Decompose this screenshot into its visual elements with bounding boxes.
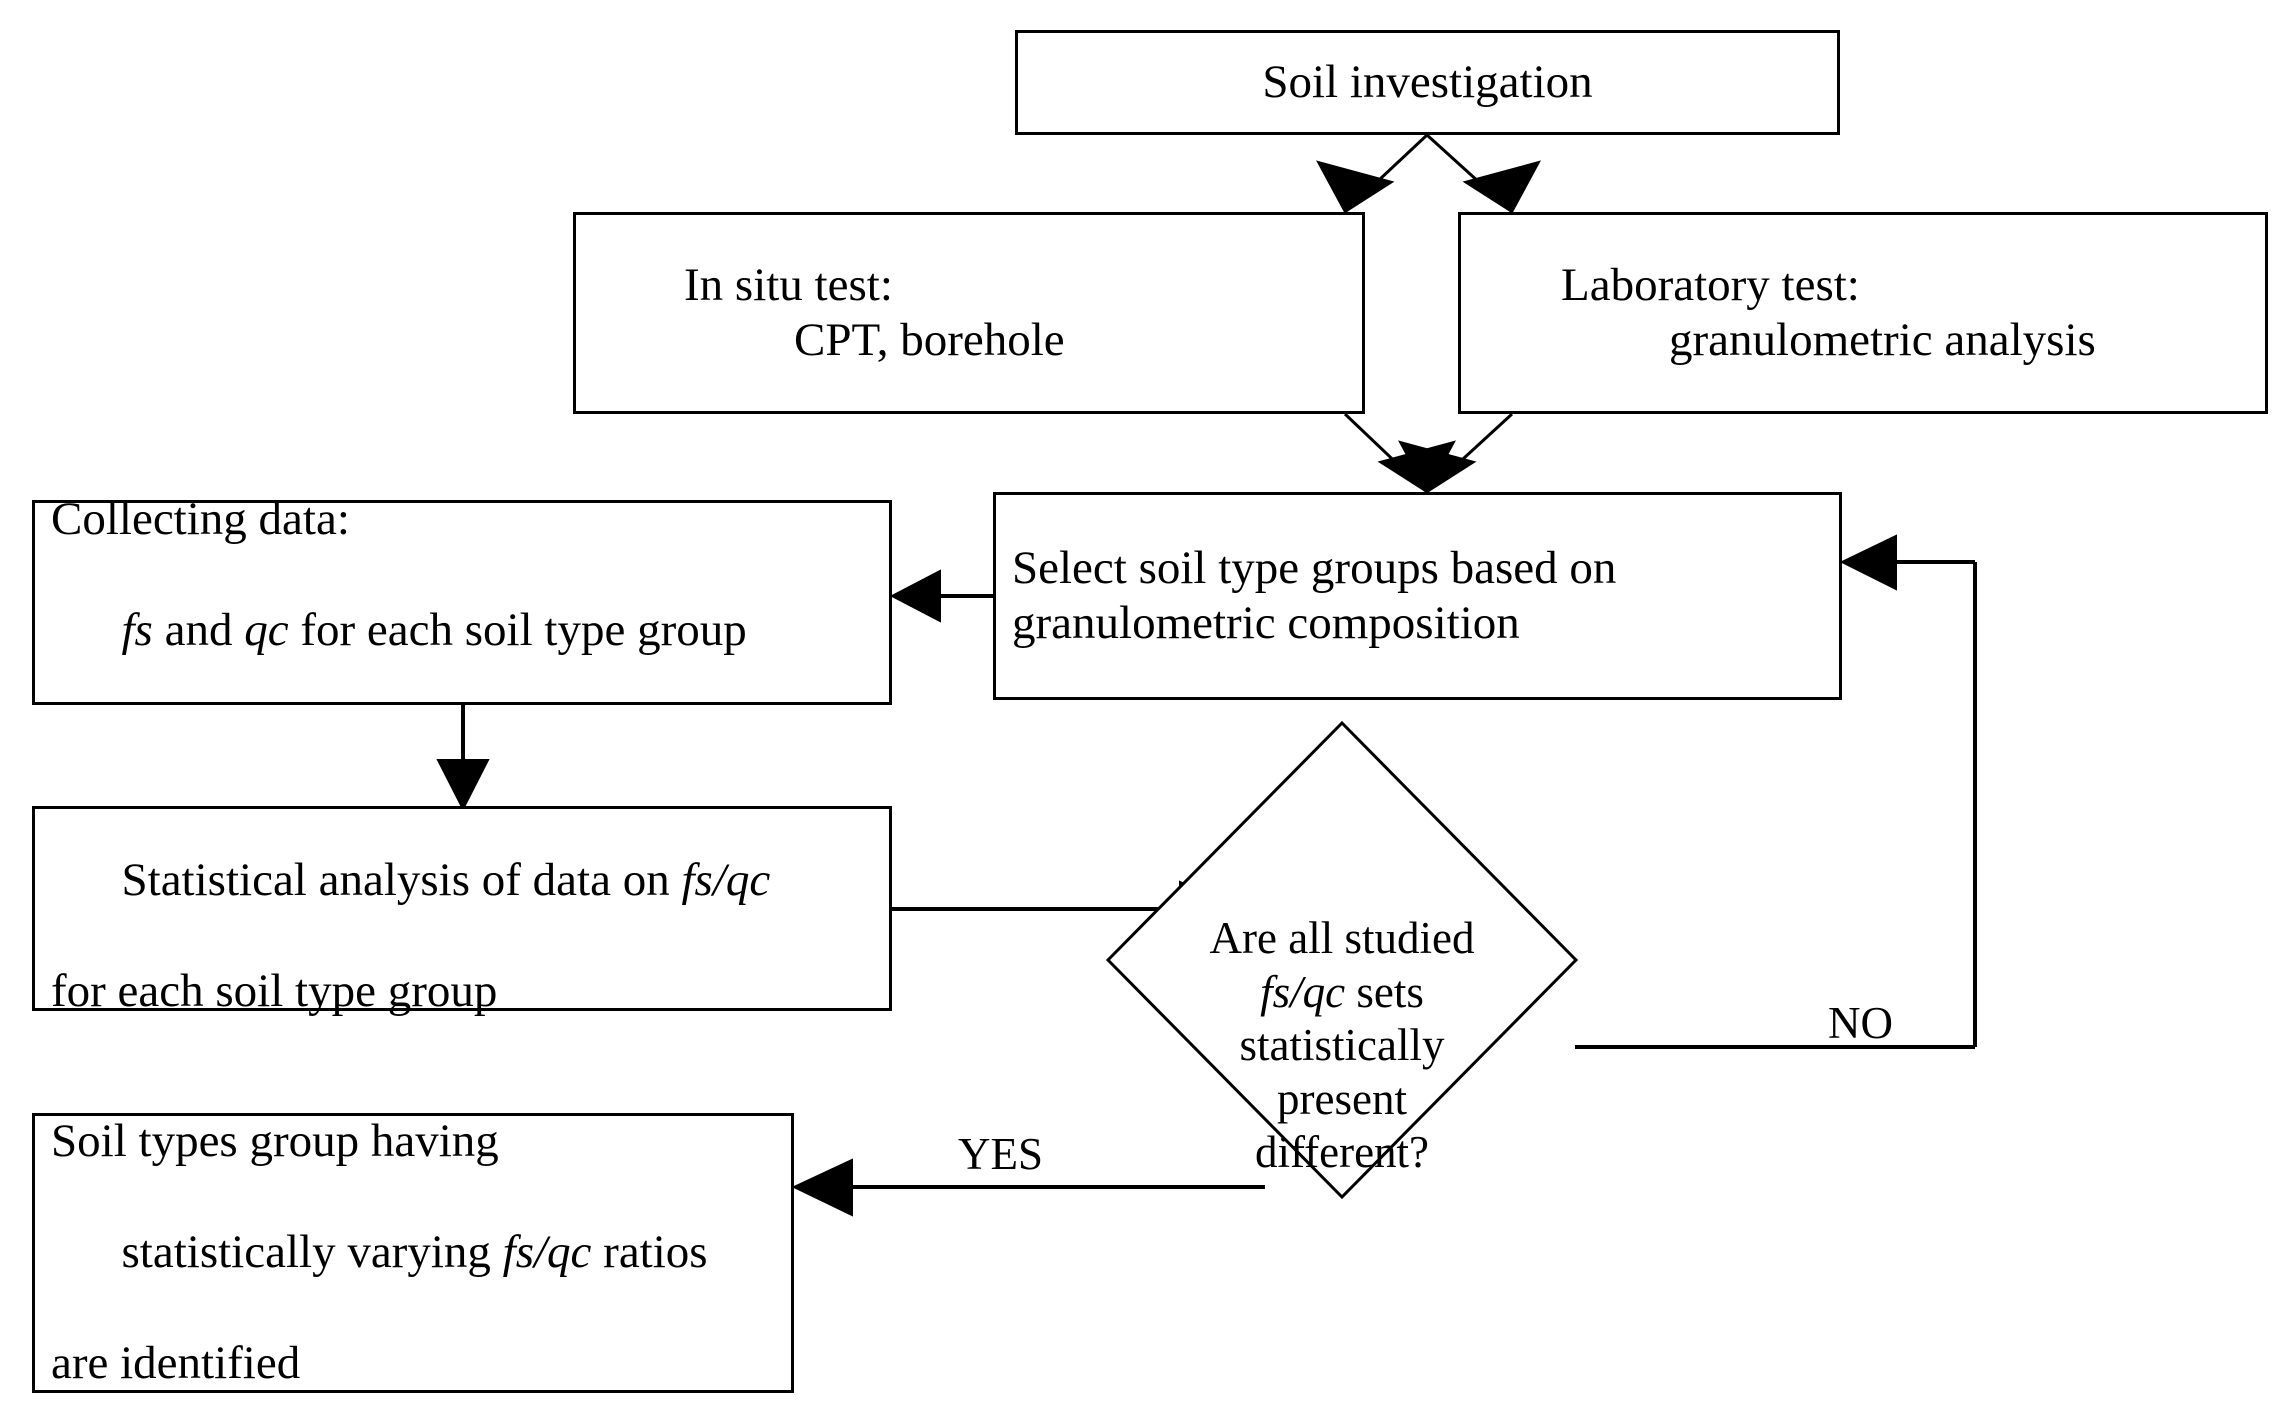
node-identified[interactable]: Soil types group having statistically va…	[32, 1113, 794, 1393]
node-collecting-data-and: and	[152, 603, 245, 656]
node-select-groups[interactable]: Select soil type groups based on granulo…	[993, 492, 1842, 700]
node-collecting-data-fs: fs	[121, 603, 153, 656]
decision-diamond	[1105, 720, 1579, 1200]
node-laboratory-test-line1: Laboratory test:	[1561, 258, 1860, 311]
node-in-situ-test[interactable]: In situ test: CPT, borehole	[573, 212, 1365, 414]
edge-label-yes: YES	[958, 1129, 1044, 1179]
node-identified-line3: are identified	[51, 1337, 301, 1390]
node-select-groups-line2: granulometric composition	[1012, 597, 1520, 649]
node-statistical-analysis-line1-text: Statistical analysis of data on	[121, 854, 682, 907]
edge-soil-to-lab-arrowhead	[1462, 160, 1541, 214]
node-laboratory-test-line2: granulometric analysis	[1669, 314, 2096, 366]
node-identified-line2-tail: ratios	[591, 1226, 708, 1279]
node-statistical-analysis-line2: for each soil type group	[51, 964, 498, 1017]
node-collecting-data-qc: qc	[244, 603, 289, 656]
edge-no-arrowhead	[1839, 534, 1897, 591]
node-identified-line2: statistically varying fs/qc ratios	[35, 1170, 791, 1336]
node-collecting-data-line1: Collecting data:	[51, 492, 350, 545]
node-decision-fsqc: fs/qc	[1260, 966, 1346, 1017]
edge-lab-to-select-arrowhead	[1398, 440, 1477, 494]
node-decision-line4: present	[1277, 1073, 1407, 1124]
node-collecting-data-line2: fs and qc for each soil type group	[35, 547, 889, 713]
node-decision-line1: Are all studied	[1209, 913, 1475, 963]
node-soil-investigation-label: Soil investigation	[1262, 55, 1593, 108]
node-laboratory-test[interactable]: Laboratory test: granulometric analysis	[1458, 212, 2268, 414]
node-identified-fsqc: fs/qc	[502, 1226, 592, 1279]
node-collecting-data-tail: for each soil type group	[288, 603, 747, 656]
node-identified-line2-text: statistically varying	[121, 1226, 503, 1279]
node-soil-investigation[interactable]: Soil investigation	[1015, 30, 1840, 135]
edge-select-to-collect-arrowhead	[889, 569, 941, 623]
edge-label-no: NO	[1828, 998, 1893, 1048]
node-select-groups-line1: Select soil type groups based on	[1012, 541, 1617, 594]
node-identified-line1: Soil types group having	[51, 1115, 499, 1168]
node-decision-text[interactable]: Are all studied fs/qc sets statistically…	[1140, 912, 1544, 1180]
node-in-situ-test-line2: CPT, borehole	[794, 314, 1065, 366]
node-decision-line5: different?	[1254, 1127, 1430, 1178]
node-decision-sets: sets	[1345, 966, 1424, 1017]
edge-collect-to-stat-arrowhead	[436, 759, 490, 812]
node-statistical-analysis[interactable]: Statistical analysis of data on fs/qc fo…	[32, 806, 892, 1017]
edge-yes-arrowhead	[791, 1158, 853, 1217]
node-statistical-analysis-fsqc: fs/qc	[681, 854, 771, 907]
edge-soil-to-insitu-arrowhead	[1316, 160, 1395, 214]
node-decision-line3: statistically	[1239, 1020, 1445, 1071]
node-statistical-analysis-line1: Statistical analysis of data on fs/qc	[35, 798, 889, 964]
node-collecting-data[interactable]: Collecting data: fs and qc for each soil…	[32, 493, 892, 705]
node-decision-line2: fs/qc sets	[1140, 966, 1544, 1020]
node-in-situ-test-line1: In situ test:	[684, 258, 893, 311]
